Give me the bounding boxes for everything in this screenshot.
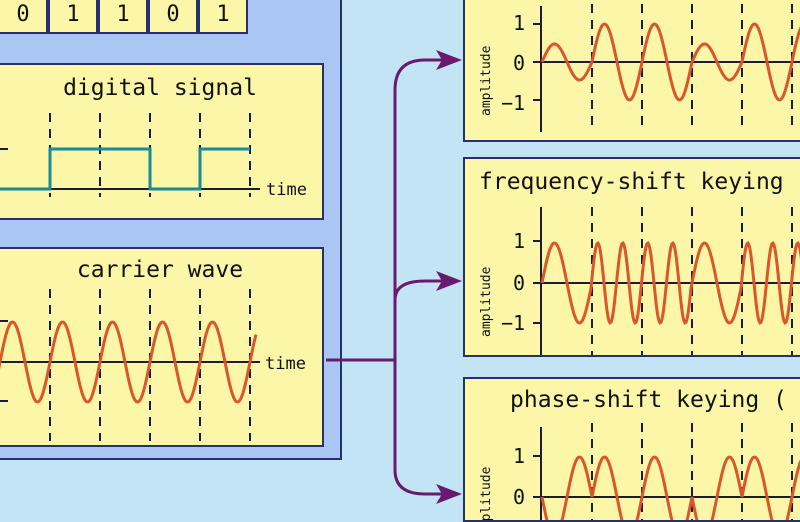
carrier-wave-plot: time — [0, 289, 306, 441]
frequency-shift-panel: frequency-shift keying amplitude 1 0 −1 — [463, 157, 800, 357]
psk-tick-1: 1 — [513, 444, 525, 468]
fsk-y-label: amplitude — [479, 266, 494, 337]
bit-cell: 0 — [148, 0, 198, 34]
bit-cell: 1 — [48, 0, 98, 34]
psk-plot: amplitude 1 0 — [479, 423, 800, 522]
ask-y-label: amplitude — [479, 45, 494, 116]
bit-cell: 0 — [0, 0, 48, 34]
psk-tick-0: 0 — [513, 485, 525, 509]
bit-cell: 1 — [98, 0, 148, 34]
ask-plot: amplitude 1 0 −1 — [479, 4, 800, 132]
fsk-plot: amplitude 1 0 −1 — [479, 207, 800, 355]
phase-shift-title: phase-shift keying ( — [510, 387, 787, 413]
digital-time-label: time — [266, 180, 307, 200]
amplitude-shift-panel: amplitude 1 0 −1 — [463, 0, 800, 142]
digital-signal-title: digital signal — [63, 75, 257, 101]
phase-shift-panel: phase-shift keying ( amplitude 1 0 — [463, 377, 800, 522]
bit-cell: 1 — [198, 0, 248, 34]
ask-tick-neg1: −1 — [501, 91, 525, 115]
fsk-tick-0: 0 — [513, 271, 525, 295]
psk-y-label: amplitude — [479, 466, 494, 522]
carrier-wave-title: carrier wave — [76, 257, 244, 283]
fsk-tick-1: 1 — [513, 229, 525, 253]
ask-tick-0: 0 — [513, 51, 525, 75]
ask-tick-1: 1 — [513, 11, 525, 35]
digital-signal-box: digital signal time — [0, 63, 324, 220]
frequency-shift-title: frequency-shift keying — [479, 169, 784, 195]
fsk-tick-neg1: −1 — [501, 311, 525, 335]
carrier-time-label: time — [265, 354, 306, 374]
carrier-wave-box: carrier wave time — [0, 247, 324, 447]
digital-signal-plot: time — [0, 113, 307, 200]
